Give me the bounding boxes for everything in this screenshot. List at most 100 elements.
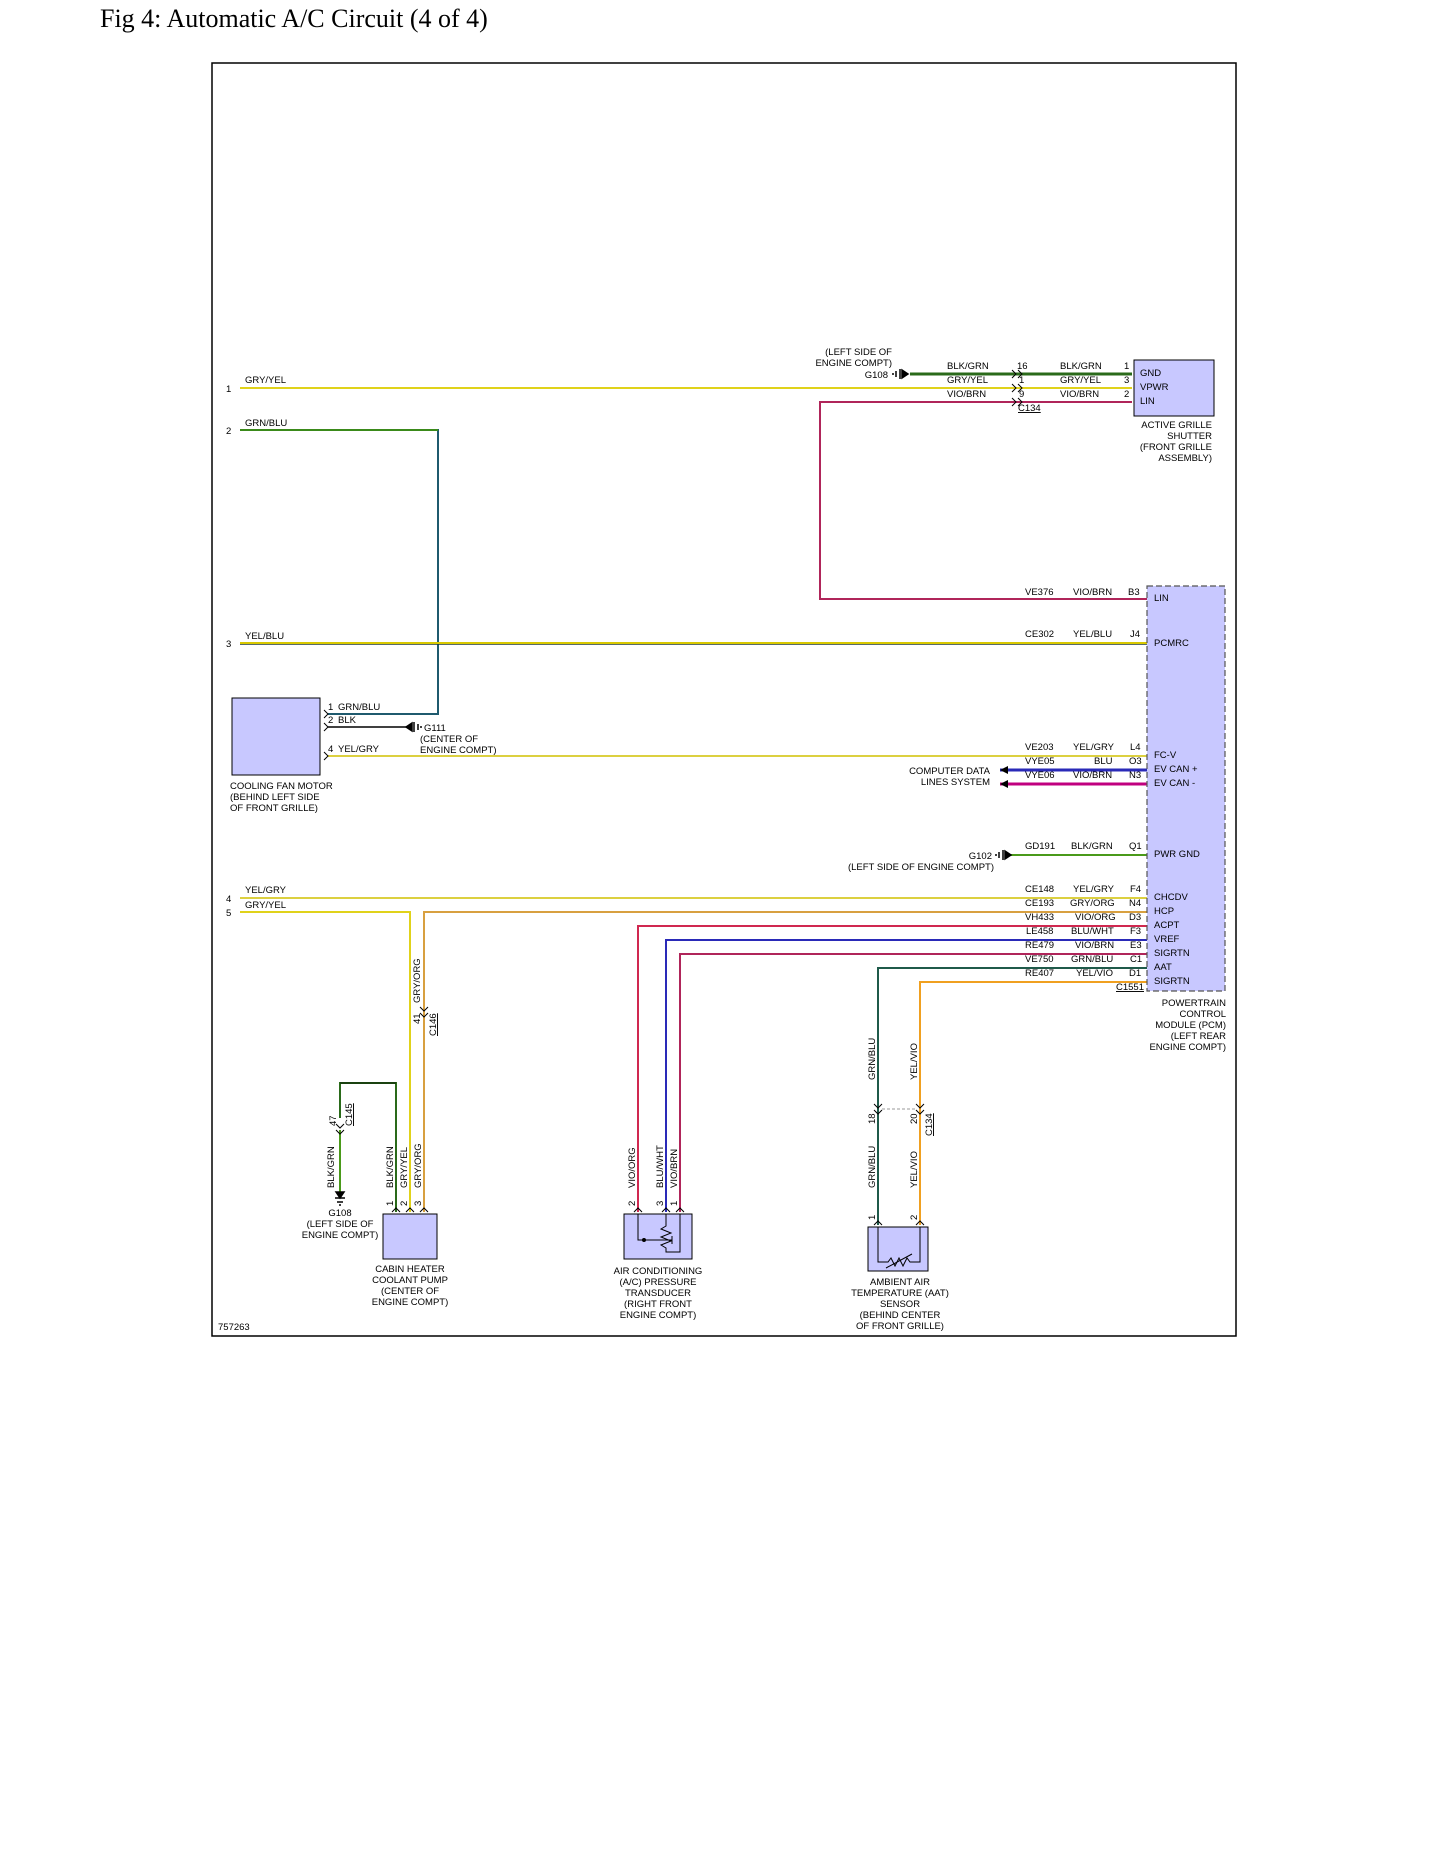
pcm-term: LIN xyxy=(1154,593,1169,604)
g111-loc-1: (CENTER OF xyxy=(420,734,478,745)
c146-wire: GRY/ORG xyxy=(412,958,423,1003)
left-pin-4: 4 xyxy=(226,894,231,905)
c146-pin: 41 xyxy=(412,1013,423,1024)
left-pin-5-wire: GRY/YEL xyxy=(245,900,286,911)
wire-gry-yel-pump xyxy=(240,911,411,1212)
shutter-right-wire-3: VIO/BRN xyxy=(1060,389,1099,400)
pcm-pin: D3 xyxy=(1129,912,1141,923)
aat-sensor-box xyxy=(867,1226,929,1272)
ev-can-minus-arrow xyxy=(1000,780,1008,788)
pcm-pin: L4 xyxy=(1130,742,1141,753)
pcm-circuit: VE203 xyxy=(1025,742,1054,753)
pcm-term: FC-V xyxy=(1154,750,1177,761)
pump-label-4: ENGINE COMPT) xyxy=(372,1297,449,1308)
transducer-pin-3: 3 xyxy=(655,1201,666,1206)
pump-pin-1: 1 xyxy=(385,1201,396,1206)
pcm-pin: B3 xyxy=(1128,587,1140,598)
pcm-rows: VE376 VIO/BRN B3 LIN CE302 YEL/BLU J4 PC… xyxy=(1025,587,1200,987)
shutter-pin-1: 1 xyxy=(1124,361,1129,372)
pcm-circuit: RE479 xyxy=(1025,940,1054,951)
g111-loc-2: ENGINE COMPT) xyxy=(420,745,497,756)
c134-top: C134 xyxy=(1018,403,1041,414)
g102-loc: (LEFT SIDE OF ENGINE COMPT) xyxy=(848,862,994,873)
c134-bottom-id: C134 xyxy=(924,1113,935,1136)
left-pin-1: 1 xyxy=(226,384,231,395)
left-pin-2-wire: GRN/BLU xyxy=(245,418,287,429)
figure-id: 757263 xyxy=(218,1322,250,1333)
aat-label-4: (BEHIND CENTER xyxy=(860,1310,941,1321)
pump-ground-wire: BLK/GRN xyxy=(326,1146,337,1188)
pump-wire-1: BLK/GRN xyxy=(385,1146,396,1188)
wires xyxy=(240,372,1147,1225)
c146-id: C146 xyxy=(428,1013,439,1036)
pcm-wire: VIO/BRN xyxy=(1073,770,1112,781)
page-title: Fig 4: Automatic A/C Circuit (4 of 4) xyxy=(100,4,488,33)
aat-lower-wire-1: GRN/BLU xyxy=(867,1146,878,1188)
aat-lower-wire-2: YEL/VIO xyxy=(909,1151,920,1188)
fan-pin-4: 4 xyxy=(328,744,333,755)
shutter-left-wire-3: VIO/BRN xyxy=(947,389,986,400)
pcm-pin: O3 xyxy=(1129,756,1142,767)
c134-pin-18: 18 xyxy=(867,1113,878,1124)
pcm-label-5: ENGINE COMPT) xyxy=(1149,1042,1226,1053)
ground-g108-top xyxy=(892,368,910,380)
pcm-term: PCMRC xyxy=(1154,638,1189,649)
pump-wire-2: GRY/YEL xyxy=(399,1147,410,1188)
left-pin-5: 5 xyxy=(226,908,231,919)
g108-bottom-loc-2: ENGINE COMPT) xyxy=(302,1230,379,1241)
pcm-term: VREF xyxy=(1154,934,1180,945)
ac-transducer-box xyxy=(623,1213,693,1260)
c1551: C1551 xyxy=(1116,982,1144,993)
pcm-term: CHCDV xyxy=(1154,892,1188,903)
wire-yel-vio-sigrtn xyxy=(919,981,1147,1225)
pcm-wire: YEL/GRY xyxy=(1073,742,1115,753)
left-pin-3: 3 xyxy=(226,639,231,650)
fan-label-1: COOLING FAN MOTOR xyxy=(230,781,333,792)
pcm-pin: C1 xyxy=(1130,954,1142,965)
pump-label-2: COOLANT PUMP xyxy=(372,1275,448,1286)
pcm-term: HCP xyxy=(1154,906,1174,917)
shutter-right-wire-2: GRY/YEL xyxy=(1060,375,1101,386)
pump-pin-3: 3 xyxy=(413,1201,424,1206)
g108-bottom-id: G108 xyxy=(328,1208,351,1219)
pcm-circuit: VYE06 xyxy=(1025,770,1055,781)
transducer-label-2: (A/C) PRESSURE xyxy=(619,1277,696,1288)
shutter-left-wire-2: GRY/YEL xyxy=(947,375,988,386)
diagram-frame xyxy=(211,62,1237,1337)
pump-wire-3: GRY/ORG xyxy=(413,1143,424,1188)
pcm-wire: YEL/BLU xyxy=(1073,629,1112,640)
pcm-wire: GRN/BLU xyxy=(1071,954,1113,965)
shutter-inline-pin-2: 1 xyxy=(1019,375,1024,386)
aat-pin-2: 2 xyxy=(909,1215,920,1220)
thermistor-symbol xyxy=(877,1227,921,1269)
pcm-wire: VIO/BRN xyxy=(1073,587,1112,598)
shutter-inline-pin-1: 16 xyxy=(1017,361,1028,372)
fan-pin-1-wire: GRN/BLU xyxy=(338,702,380,713)
pcm-circuit: RE407 xyxy=(1025,968,1054,979)
pcm-circuit: LE458 xyxy=(1026,926,1053,937)
pcm-wire: BLU/WHT xyxy=(1071,926,1114,937)
aat-upper-wire-1: GRN/BLU xyxy=(867,1038,878,1080)
wire-vio-brn-sigrtn xyxy=(679,953,1147,1212)
transducer-label-1: AIR CONDITIONING xyxy=(614,1266,703,1277)
pcm-circuit: CE148 xyxy=(1025,884,1054,895)
c145-pin: 47 xyxy=(328,1115,339,1126)
wire-vio-org-acpt xyxy=(637,925,1147,1212)
pump-label-1: CABIN HEATER xyxy=(375,1264,445,1275)
g102-id: G102 xyxy=(969,851,992,862)
data-lines-label-1: COMPUTER DATA xyxy=(909,766,991,777)
g108-top-id: G108 xyxy=(865,370,888,381)
aat-upper-wire-2: YEL/VIO xyxy=(909,1043,920,1080)
left-pin-3-wire: YEL/BLU xyxy=(245,631,284,642)
fan-pin-2-wire: BLK xyxy=(338,715,357,726)
fan-label-3: OF FRONT GRILLE) xyxy=(230,803,318,814)
c134-pin-20: 20 xyxy=(909,1113,920,1124)
pcm-term: AAT xyxy=(1154,962,1172,973)
pcm-label-3: MODULE (PCM) xyxy=(1155,1020,1226,1031)
shutter-pin-3: 3 xyxy=(1124,375,1129,386)
shutter-label-1: ACTIVE GRILLE xyxy=(1141,420,1212,431)
pcm-pin: J4 xyxy=(1130,629,1140,640)
aat-pin-1: 1 xyxy=(867,1215,878,1220)
pcm-label-2: CONTROL xyxy=(1180,1009,1226,1020)
g111-id: G111 xyxy=(424,723,446,734)
